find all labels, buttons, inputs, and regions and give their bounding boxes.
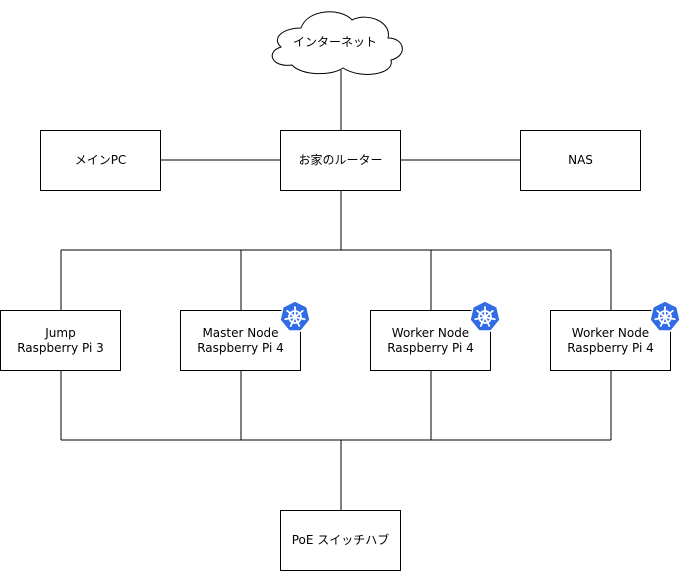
connector-lines — [60, 70, 612, 510]
main-pc-node: メインPC — [40, 130, 161, 191]
router-label: お家のルーター — [298, 153, 383, 167]
jump-line2: Raspberry Pi 3 — [17, 340, 104, 355]
kubernetes-icon — [649, 300, 681, 332]
cloud-label: インターネット — [293, 35, 377, 49]
master-line2: Raspberry Pi 4 — [197, 340, 284, 355]
worker-node-2: Worker Node Raspberry Pi 4 — [550, 310, 671, 371]
jump-line1: Jump — [45, 325, 76, 340]
master-node: Master Node Raspberry Pi 4 — [180, 310, 301, 371]
poe-switch-label: PoE スイッチハブ — [291, 533, 390, 547]
main-pc-label: メインPC — [74, 153, 127, 167]
worker2-line1: Worker Node — [571, 325, 650, 340]
worker2-line2: Raspberry Pi 4 — [567, 340, 654, 355]
jump-node: Jump Raspberry Pi 3 — [0, 310, 121, 371]
router-node: お家のルーター — [280, 130, 401, 191]
poe-switch-node: PoE スイッチハブ — [280, 510, 401, 571]
cloud-shape — [271, 11, 403, 75]
master-line1: Master Node — [202, 325, 279, 340]
nas-label: NAS — [568, 153, 593, 167]
internet-cloud: インターネット — [271, 11, 403, 75]
nas-node: NAS — [520, 130, 641, 191]
kubernetes-icon — [469, 300, 501, 332]
worker1-line1: Worker Node — [391, 325, 470, 340]
worker1-line2: Raspberry Pi 4 — [387, 340, 474, 355]
kubernetes-icon — [279, 300, 311, 332]
